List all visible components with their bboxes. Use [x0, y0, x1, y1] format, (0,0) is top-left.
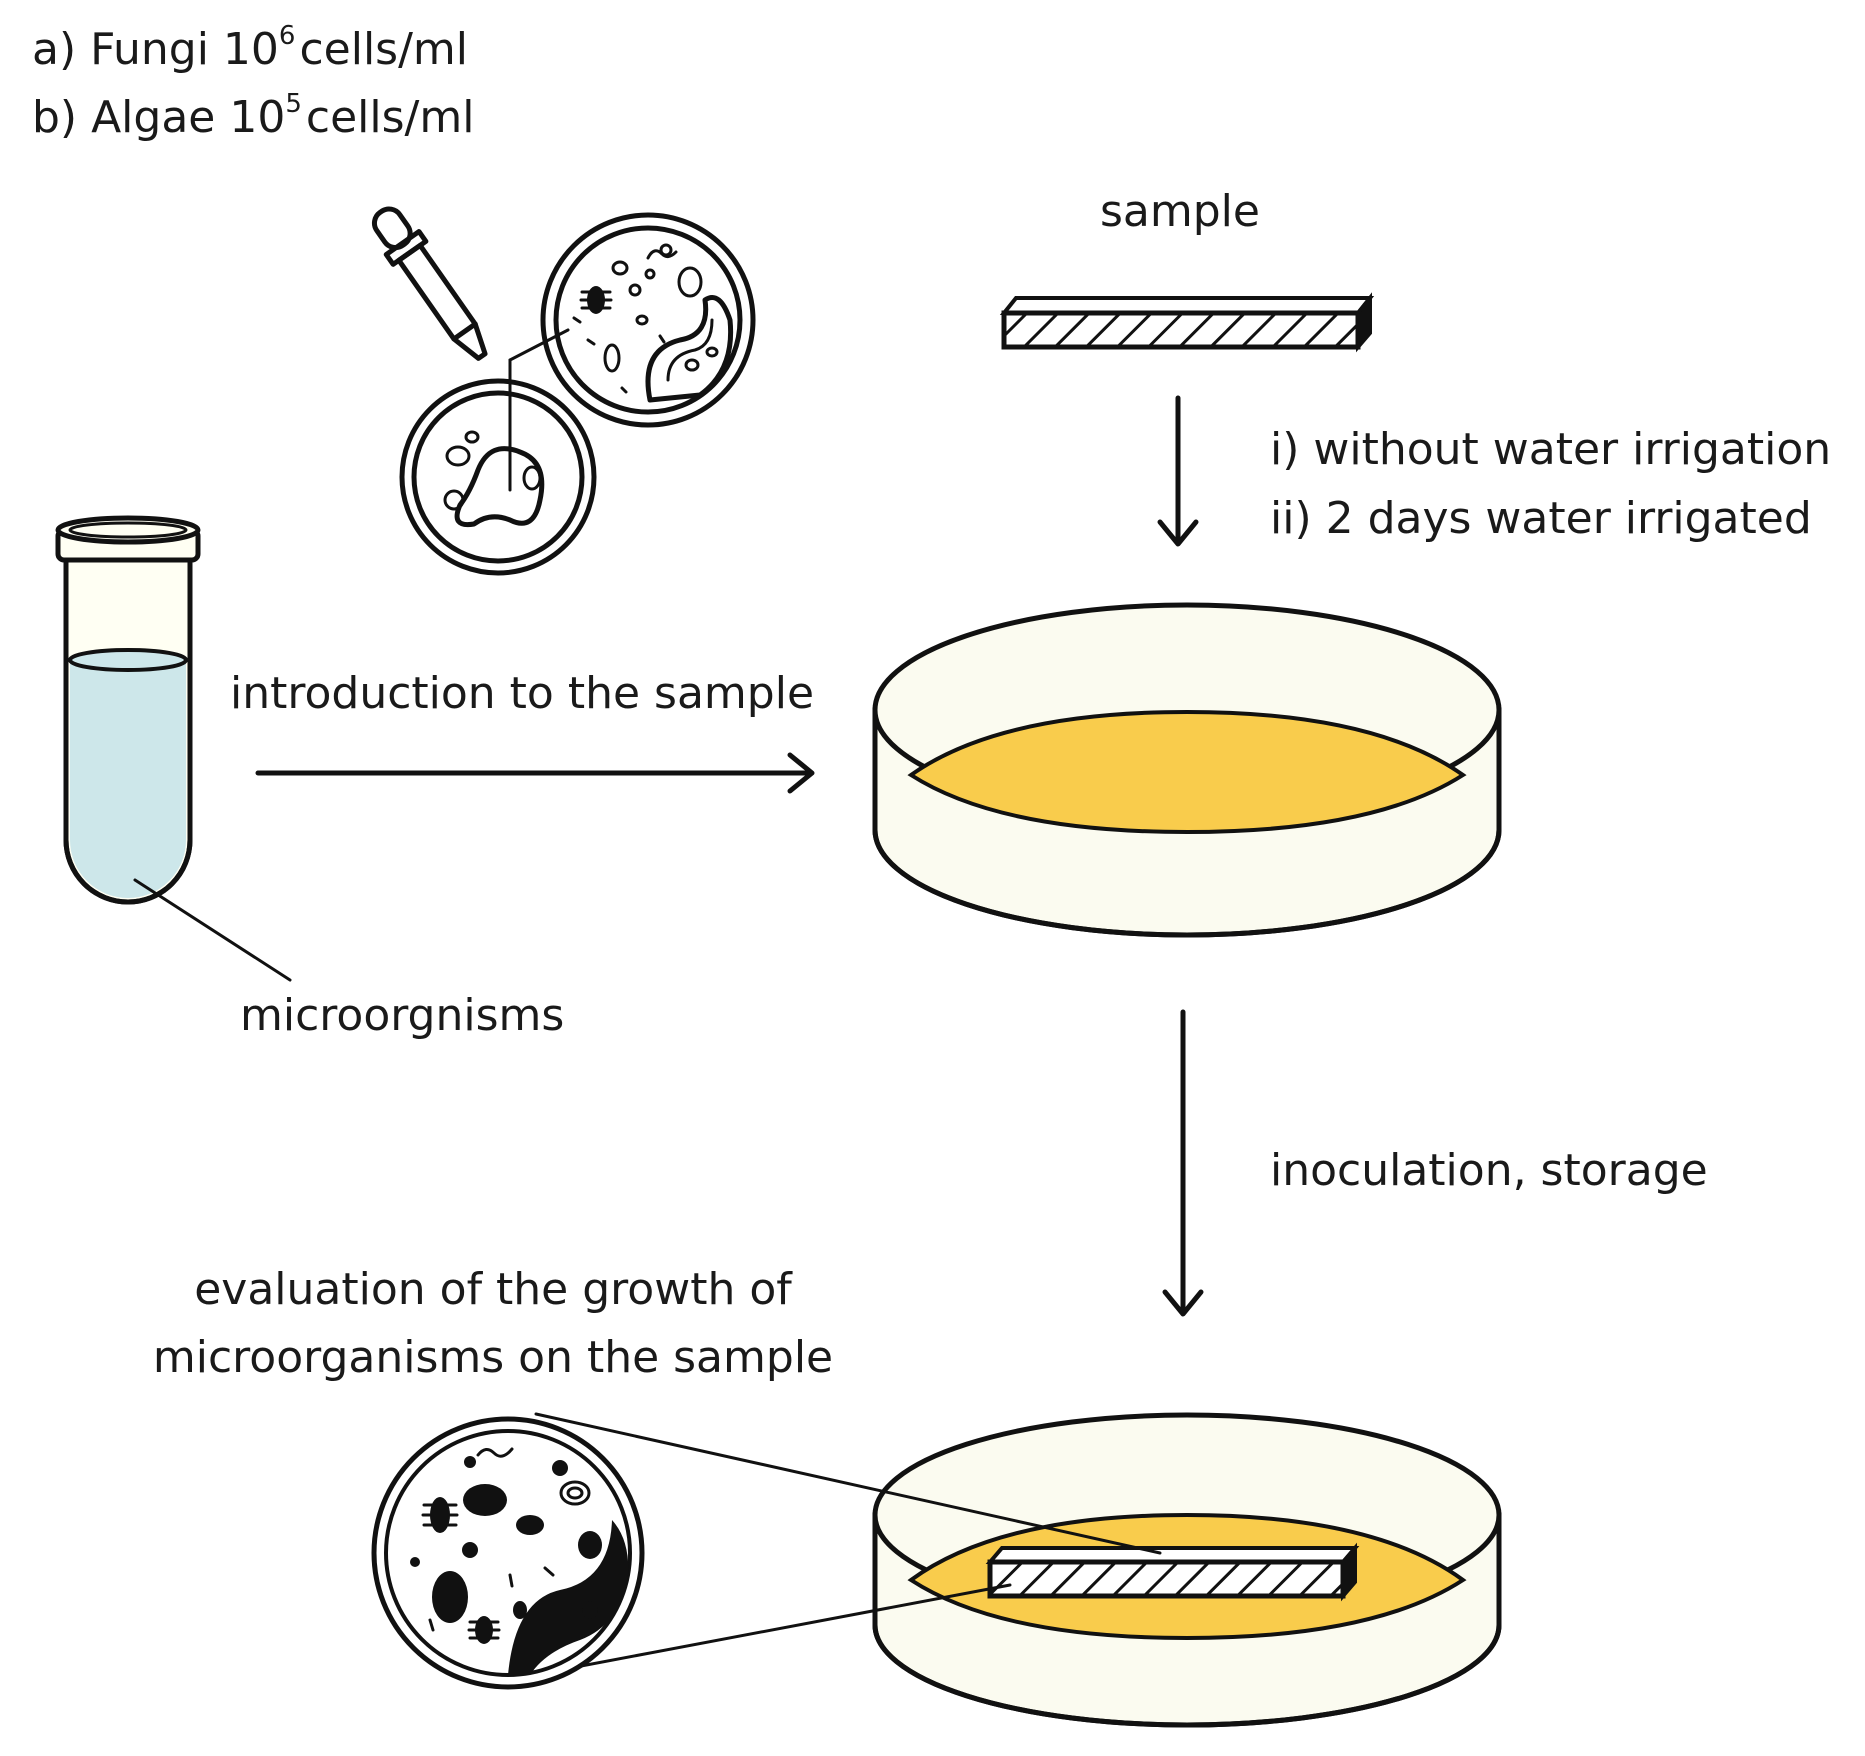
concentration-legend: a) Fungi 106cells/ml b) Algae 105cells/m…	[32, 21, 474, 143]
sample-label: sample	[1100, 186, 1260, 237]
culture-illustration	[371, 206, 756, 576]
hatched-sample-icon	[999, 292, 1375, 353]
arrow-sample-to-dish	[1157, 395, 1199, 547]
dropper-icon	[371, 206, 488, 361]
culture-dish-icon	[540, 212, 756, 428]
microbe-magnifier-icon	[371, 1416, 645, 1690]
magnifier-line-bottom	[558, 1583, 1012, 1672]
concentration-fungi: a) Fungi 106cells/ml	[32, 21, 468, 75]
arrow-introduction	[255, 752, 815, 794]
small-culture-dish-icon	[399, 378, 597, 576]
test-tube-icon	[55, 515, 201, 905]
petri-dish-icon	[872, 602, 1502, 938]
magnifier-line-top	[534, 1412, 1162, 1555]
evaluation-label-line2: microorganisms on the sample	[153, 1332, 833, 1383]
evaluation-label-line1: evaluation of the growth of	[194, 1264, 793, 1315]
introduction-label: introduction to the sample	[230, 668, 814, 719]
microorganisms-pointer	[133, 878, 292, 982]
microorganisms-label: microorgnisms	[240, 990, 564, 1041]
inoculation-label: inoculation, storage	[1270, 1145, 1708, 1196]
concentration-algae: b) Algae 105cells/ml	[32, 89, 474, 143]
arrow-inoculation	[1162, 1009, 1204, 1317]
condition-without-irrigation: i) without water irrigation	[1270, 424, 1831, 475]
condition-irrigated: ii) 2 days water irrigated	[1270, 493, 1812, 544]
petri-dish-with-sample-icon	[872, 1412, 1502, 1728]
